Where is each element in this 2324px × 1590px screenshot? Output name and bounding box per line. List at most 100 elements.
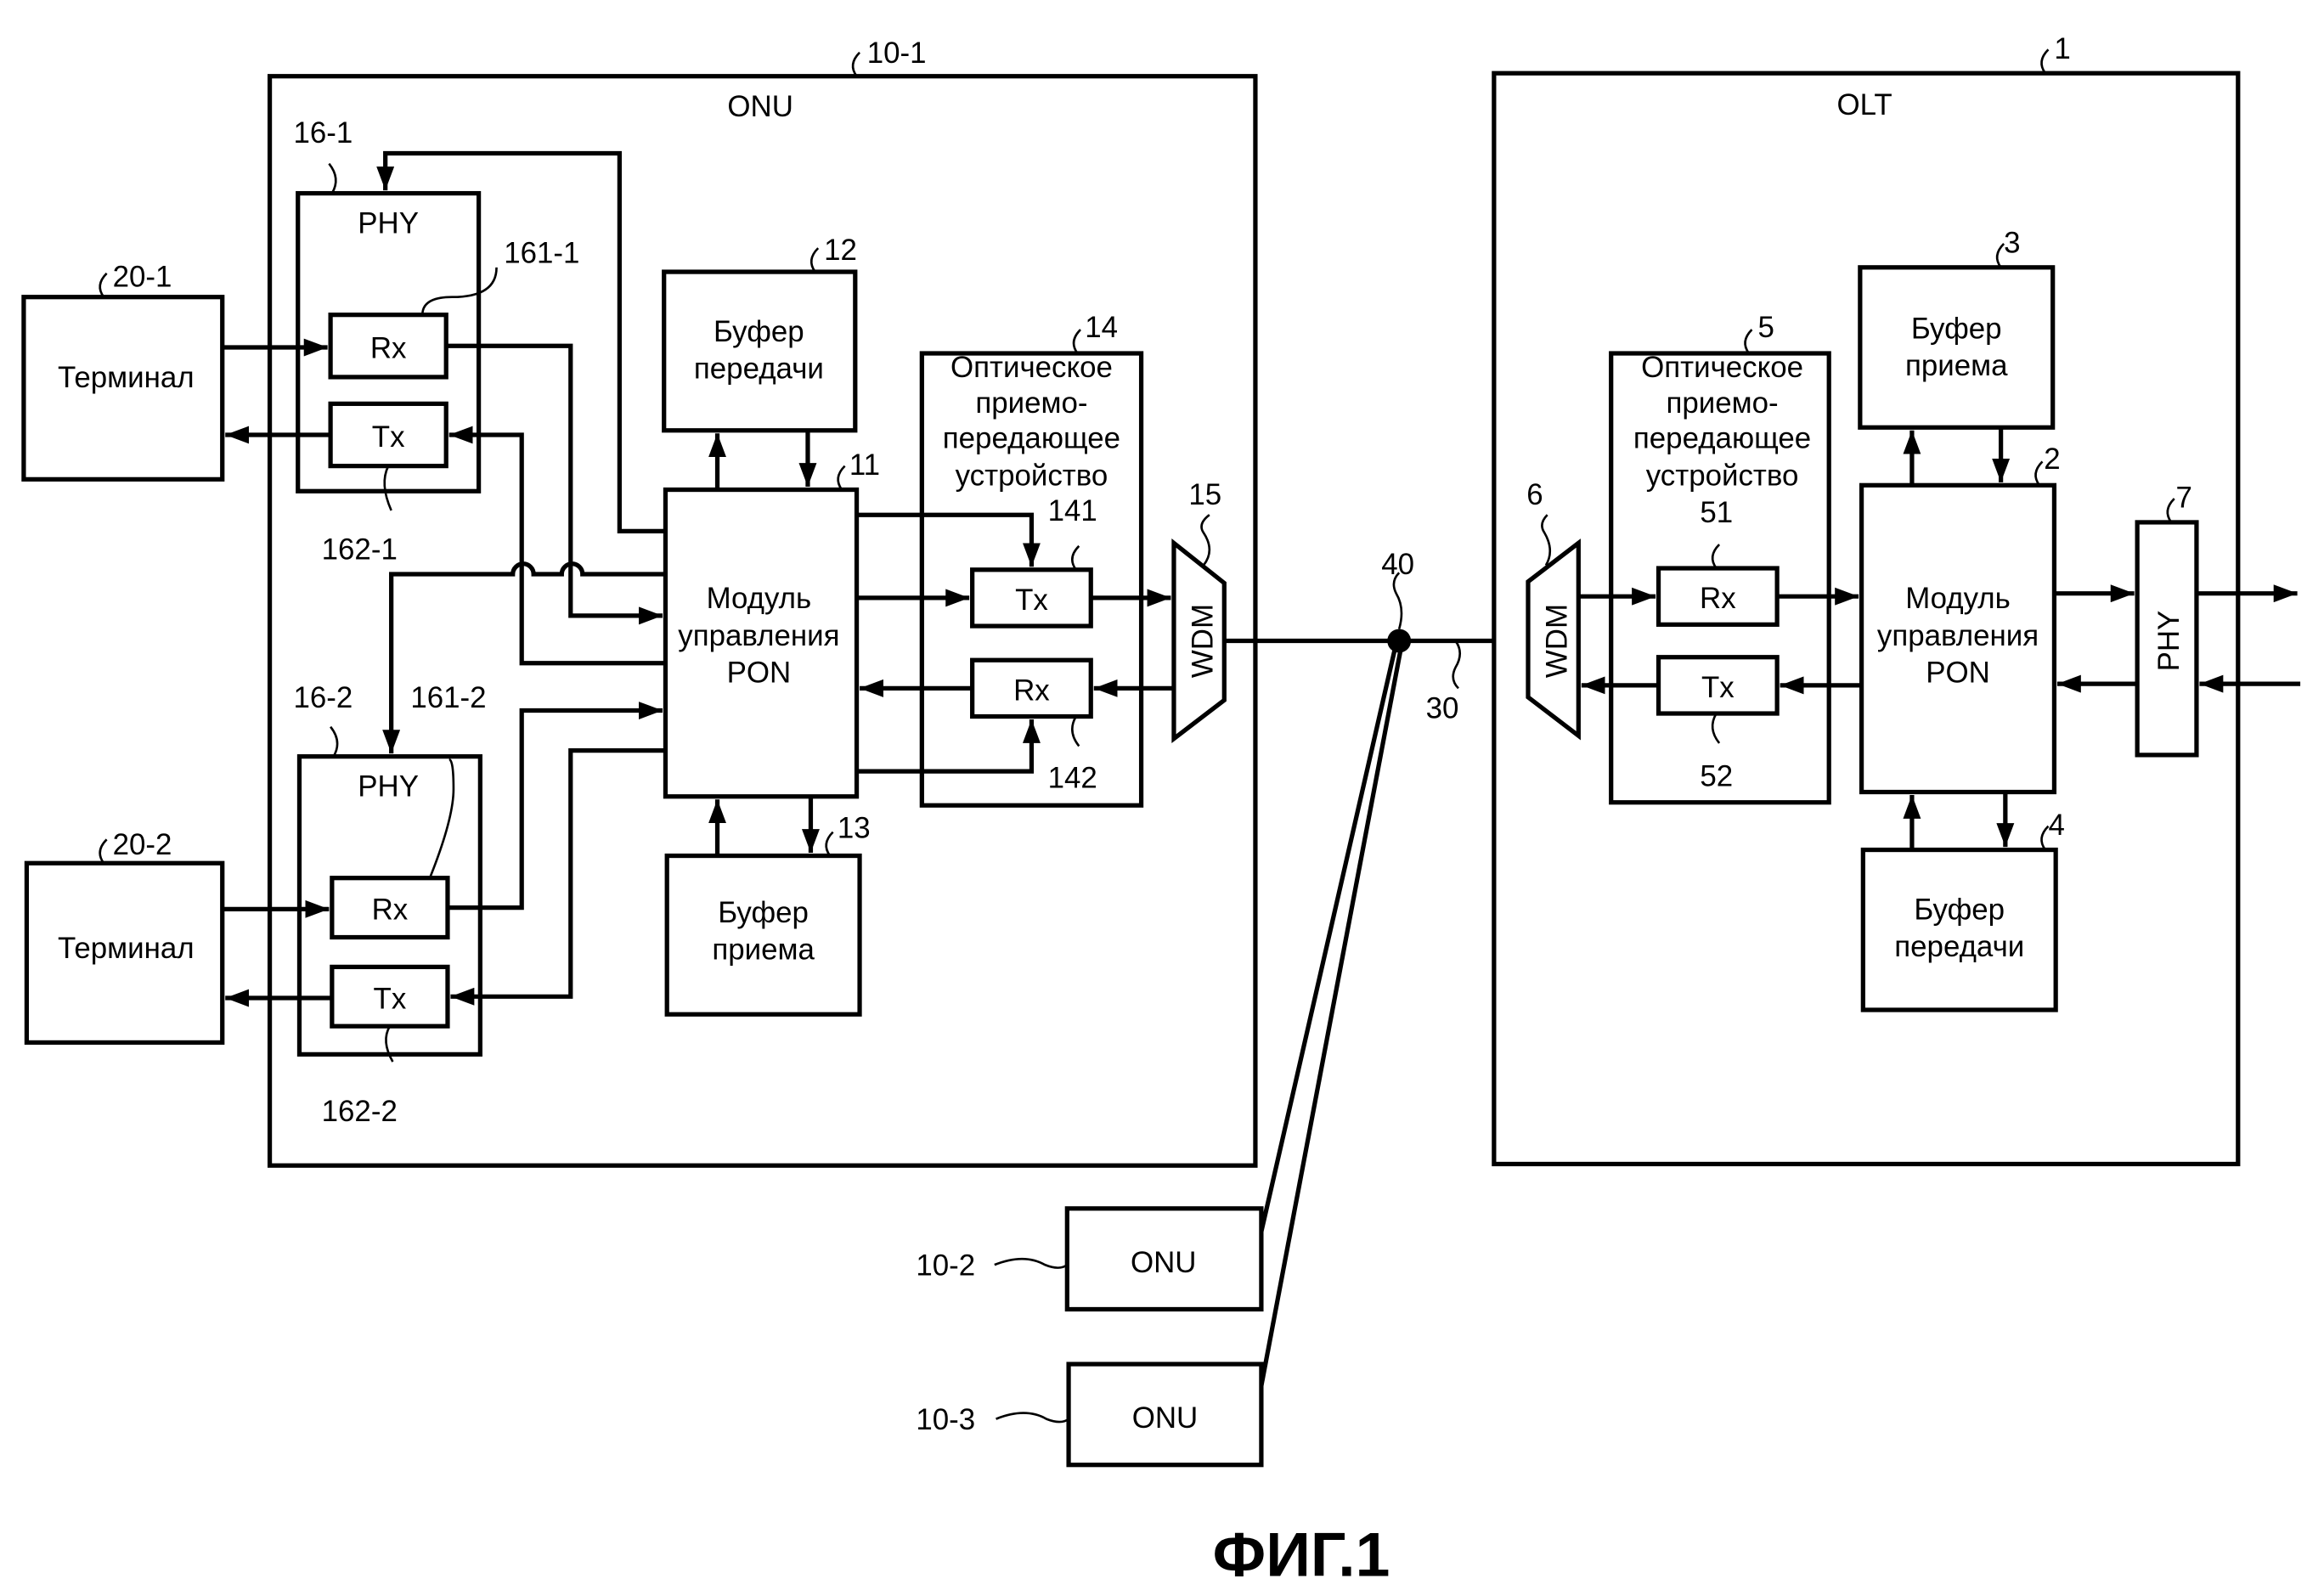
- phy-2-rx-leader: [428, 758, 455, 879]
- onu-wdm-leader: [1200, 514, 1211, 567]
- olt-transceiver-ref: 5: [1757, 311, 1774, 344]
- phy-2-ref: 16-2: [293, 681, 353, 714]
- onu-3-label: ONU: [1132, 1401, 1199, 1435]
- olt-phy-box: [2135, 520, 2199, 758]
- olt-tx-leader: [1711, 713, 1721, 744]
- phy-1-rx-ref: 161-1: [504, 237, 579, 270]
- onu-2-leader: [994, 1257, 1069, 1269]
- olt-rx-box: [1656, 566, 1780, 627]
- olt-tx-buffer-line1: Буфер: [1914, 894, 2005, 927]
- onu-wdm-shape: [1171, 538, 1227, 743]
- olt-ref: 1: [2054, 32, 2070, 65]
- onu-transceiver: Оптическое приемо- передающее устройство…: [919, 311, 1144, 808]
- onu-main-title: ONU: [727, 90, 793, 123]
- olt-rx-label: Rx: [1700, 582, 1736, 615]
- phy-2-rx-ref: 161-2: [410, 681, 486, 714]
- onu-tx-leader: [1071, 544, 1080, 571]
- olt-wiring: [1578, 427, 2301, 850]
- wire-pon-to-rx142-ctrl: [856, 719, 1041, 774]
- onu-pon-control-ref: 11: [849, 448, 880, 482]
- phy-1-tx-ref: 162-1: [322, 533, 398, 567]
- terminal-2-ref: 20-2: [113, 828, 172, 861]
- wire-pon-to-tx141-ctrl: [856, 512, 1041, 567]
- onu-tx-buffer-leader: [809, 247, 820, 273]
- olt-phy-leader: [2166, 498, 2175, 523]
- figure-caption: ФИГ.1: [1213, 1520, 1390, 1590]
- onu-3-ref: 10-3: [916, 1403, 975, 1436]
- fiber-to-onu-2: [1257, 649, 1397, 1239]
- onu-wdm-ref: 15: [1188, 478, 1221, 511]
- onu-transceiver-line2: приемо-: [975, 386, 1087, 420]
- phy-2-leader: [330, 725, 339, 758]
- onu-transceiver-line4: устройство: [956, 459, 1108, 492]
- onu-2-ref: 10-2: [916, 1249, 975, 1282]
- optical-network: 40 30: [1224, 548, 1527, 1395]
- olt-tx-buffer-box: [1860, 847, 2058, 1012]
- phy-1-block: PHY 16-1 Rx 161-1 Tx 162-1: [293, 116, 579, 566]
- phy-2-tx-leader: [385, 1025, 394, 1063]
- phy-1-label: PHY: [358, 207, 419, 240]
- olt-pon-control-line3: PON: [1926, 656, 1990, 689]
- olt-rx-buffer-ref: 3: [2004, 226, 2020, 259]
- olt-tx-buffer-leader: [2040, 825, 2050, 851]
- terminal-1-leader: [99, 272, 108, 298]
- phy-2-label: PHY: [358, 770, 419, 803]
- onu-rx-box: [970, 657, 1093, 719]
- olt-wdm-leader: [1541, 514, 1552, 567]
- olt-transceiver: Оптическое приемо- передающее устройство…: [1609, 311, 1831, 805]
- olt-leader: [2040, 48, 2050, 75]
- onu-transceiver-leader: [1072, 329, 1081, 354]
- onu-wdm-label: WDM: [1186, 604, 1219, 678]
- terminal-1: Терминал 20-1: [21, 261, 225, 482]
- olt-tx-ref: 52: [1700, 760, 1733, 793]
- wire-pon-to-tx1: [448, 426, 666, 666]
- onu-main-leader: [851, 51, 860, 77]
- onu-rx-buffer-line1: Буфер: [718, 896, 809, 929]
- onu-3: ONU 10-3: [916, 1362, 1264, 1468]
- terminal-2-leader: [99, 838, 108, 865]
- onu-wiring: [222, 150, 1174, 1007]
- phy-1-ref: 16-1: [293, 116, 353, 149]
- wire-rx2-to-pon: [447, 702, 663, 911]
- terminal-1-ref: 20-1: [113, 261, 172, 294]
- onu-2: ONU 10-2: [916, 1206, 1264, 1312]
- olt-phy-ref: 7: [2176, 481, 2192, 514]
- phy-1-rx-label: Rx: [370, 331, 407, 364]
- onu-tx-buffer: Буфер передачи 12: [662, 234, 858, 433]
- olt-tx-buffer-ref: 4: [2048, 809, 2064, 842]
- olt-phy-label: PHY: [2152, 611, 2186, 672]
- onu-main-ref: 10-1: [867, 37, 927, 70]
- splitter-ref: 40: [1381, 548, 1414, 581]
- olt-tx-box: [1656, 655, 1780, 716]
- olt-rx-ref: 51: [1700, 496, 1733, 529]
- onu-rx-label: Rx: [1013, 674, 1050, 707]
- phy-1-tx-leader: [383, 465, 392, 511]
- olt-wdm: WDM 6: [1526, 478, 1581, 741]
- wire-pon-to-phy2: [382, 561, 666, 754]
- phy-1-rx-leader: [420, 267, 498, 315]
- phy-1-tx-label: Tx: [372, 420, 405, 454]
- onu-2-box: [1064, 1206, 1264, 1312]
- onu-pon-control-line1: Модуль: [707, 582, 812, 615]
- onu-rx-buffer-ref: 13: [838, 812, 871, 845]
- olt-transceiver-line2: приемо-: [1666, 386, 1778, 420]
- terminal-2: Терминал 20-2: [24, 828, 225, 1046]
- onu-wdm: WDM 15: [1171, 478, 1227, 743]
- onu-rx-buffer-box: [664, 853, 862, 1017]
- olt-pon-control-line2: управления: [1877, 619, 2039, 652]
- olt-wdm-shape: [1526, 538, 1581, 741]
- olt-phy: PHY 7: [2135, 481, 2199, 758]
- olt-pon-control-leader: [2034, 460, 2044, 487]
- phy-2-rx-label: Rx: [372, 894, 409, 927]
- fiber-leader: [1452, 640, 1462, 690]
- onu-pon-control-leader: [837, 465, 846, 491]
- onu-pon-control-box: [663, 487, 860, 799]
- olt-wdm-label: WDM: [1540, 604, 1573, 678]
- olt-rx-buffer-box: [1858, 265, 2056, 430]
- olt-pon-control-box: [1859, 482, 2057, 795]
- onu-tx-ref: 141: [1048, 494, 1097, 527]
- olt-transceiver-leader: [1744, 329, 1753, 354]
- olt-pon-control-ref: 2: [2044, 443, 2060, 476]
- onu-rx-leader: [1071, 715, 1080, 747]
